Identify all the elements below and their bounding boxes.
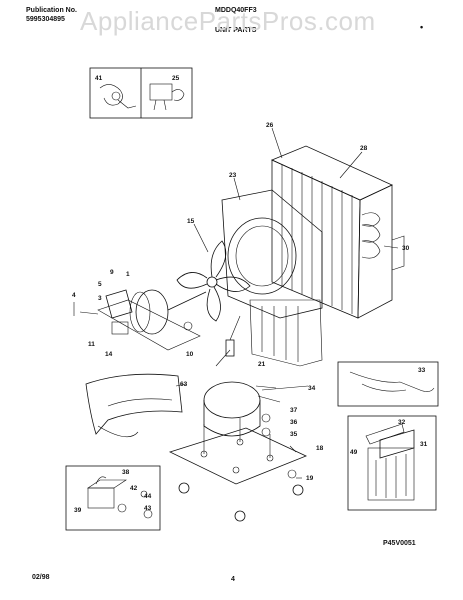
callout-11: 11 xyxy=(88,341,95,348)
publication-label: Publication No. xyxy=(26,7,77,14)
callout-33: 33 xyxy=(418,367,426,374)
header-dot: • xyxy=(420,22,424,32)
figure-code: P45V0051 xyxy=(383,540,416,547)
callout-23: 23 xyxy=(229,172,237,179)
callout-30: 30 xyxy=(402,245,410,252)
base-plate xyxy=(168,418,308,485)
callout-35: 35 xyxy=(290,431,298,438)
inset-wire-harness xyxy=(337,361,439,407)
inset-control-panel xyxy=(347,415,437,511)
callout-37: 37 xyxy=(290,407,298,414)
callout-49: 49 xyxy=(350,449,358,456)
base-pan xyxy=(85,373,183,438)
page-number: 4 xyxy=(231,576,235,583)
fan-shroud xyxy=(221,189,323,367)
callout-9: 9 xyxy=(110,269,114,276)
callout-42: 42 xyxy=(130,485,138,492)
condenser-coil xyxy=(270,145,405,319)
callout-5: 5 xyxy=(98,281,102,288)
callout-26-left: 26 xyxy=(266,122,274,129)
callout-38: 38 xyxy=(122,469,130,476)
fan-blade xyxy=(176,240,251,322)
callout-36: 36 xyxy=(290,419,298,426)
callout-44: 44 xyxy=(144,493,152,500)
callout-1: 1 xyxy=(126,271,130,278)
callout-19: 19 xyxy=(306,475,314,482)
callout-43: 43 xyxy=(144,505,152,512)
callout-3: 3 xyxy=(98,295,102,302)
section-title: UNIT PARTS xyxy=(215,27,257,34)
inset-switch-assembly xyxy=(65,465,161,531)
callout-34: 34 xyxy=(308,385,316,392)
callout-18: 18 xyxy=(316,445,324,452)
callout-4: 4 xyxy=(72,292,76,299)
callout-21: 21 xyxy=(258,361,266,368)
callout-25: 25 xyxy=(172,75,180,82)
inset-wiring-parts xyxy=(89,67,193,119)
callout-28: 28 xyxy=(360,145,368,152)
casters xyxy=(178,469,304,522)
callout-15: 15 xyxy=(187,218,195,225)
watermark: AppliancePartsPros.com xyxy=(80,6,376,36)
fan-motor-assembly xyxy=(73,289,207,351)
callout-31: 31 xyxy=(420,441,428,448)
publication-number: 5995304895 xyxy=(26,16,65,23)
leader-lines xyxy=(175,127,399,479)
callout-10: 10 xyxy=(186,351,194,358)
model-number: MDDQ40FF3 xyxy=(215,7,257,14)
callout-14: 14 xyxy=(105,351,113,358)
footer-date: 02/98 xyxy=(32,574,50,581)
callout-32: 32 xyxy=(398,419,406,426)
compressor xyxy=(203,381,281,437)
capacitor xyxy=(225,315,241,357)
callout-63: 63 xyxy=(180,381,188,388)
callout-41: 41 xyxy=(95,75,103,82)
callout-39: 39 xyxy=(74,507,82,514)
